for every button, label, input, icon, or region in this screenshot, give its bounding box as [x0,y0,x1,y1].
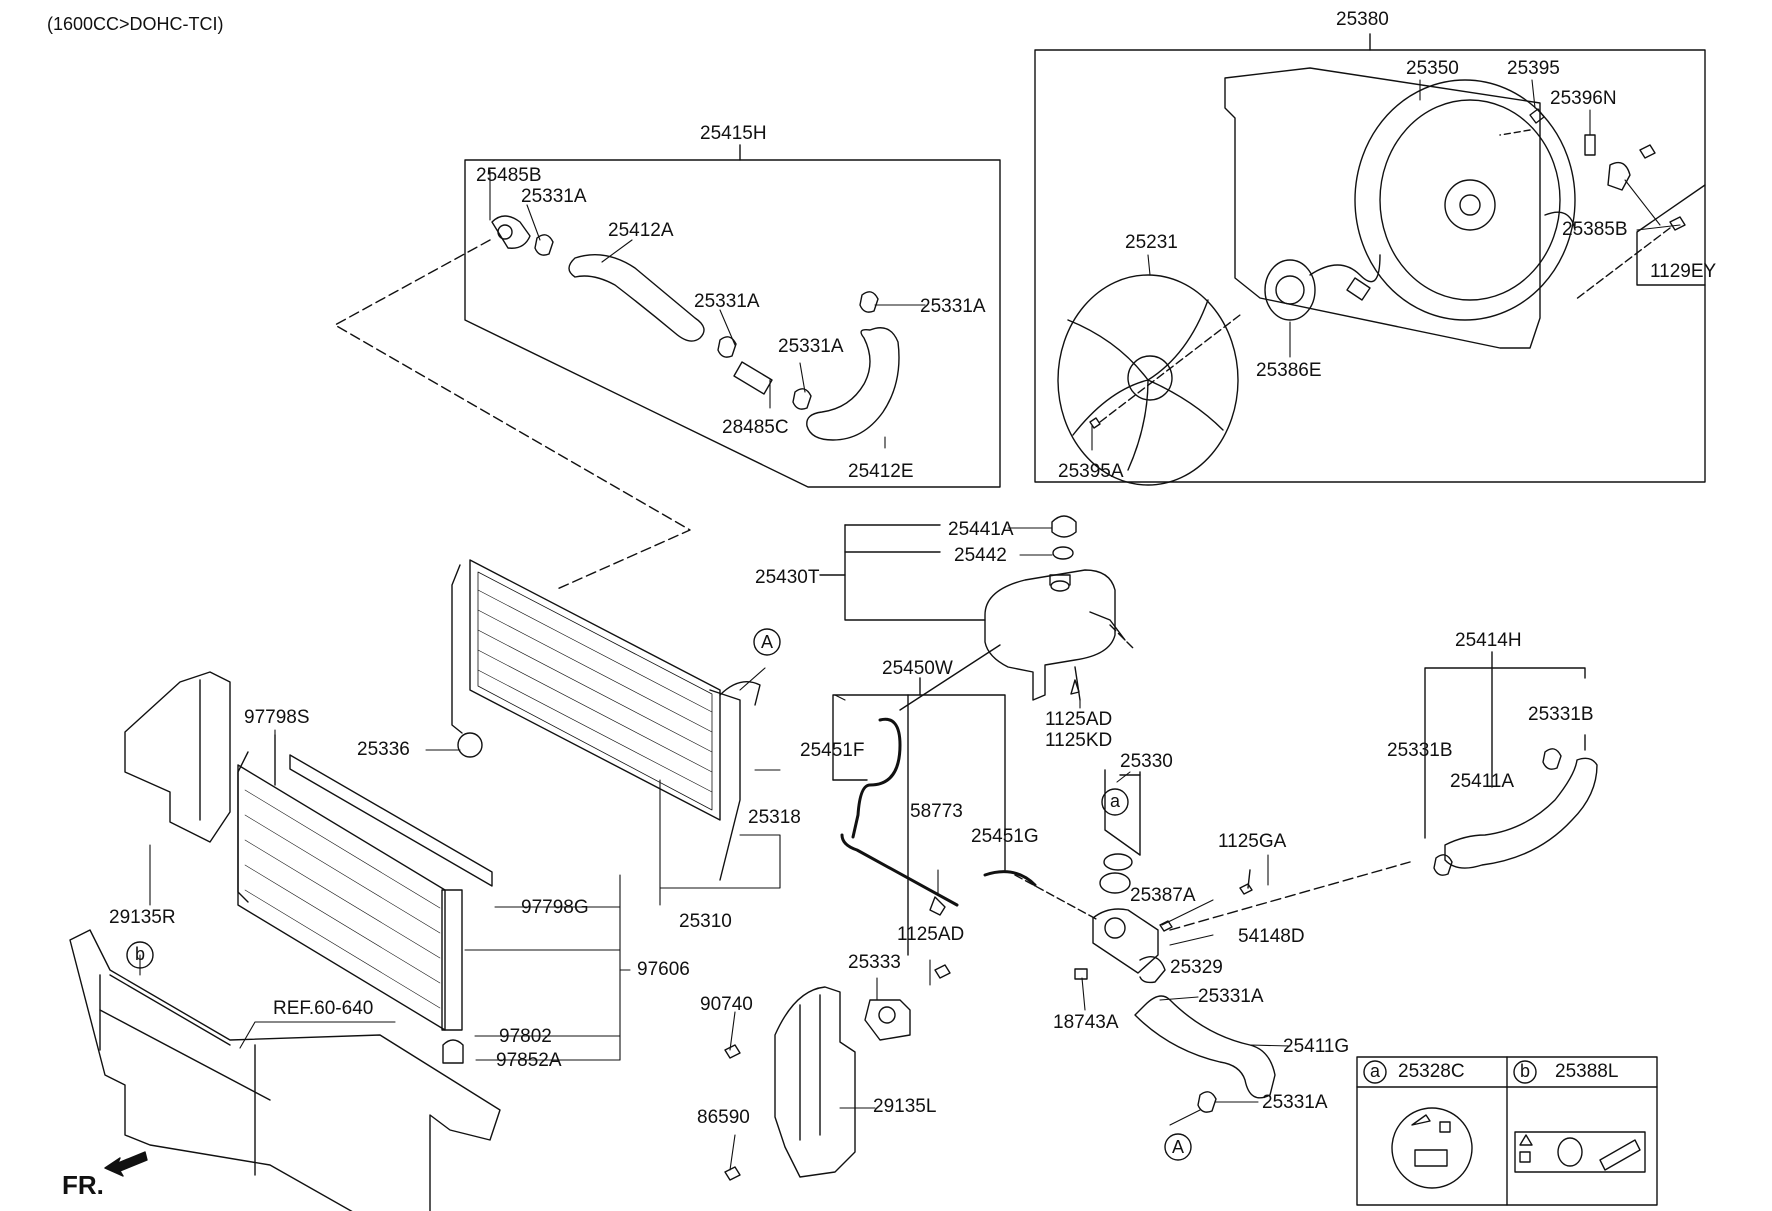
part-label: 25442 [954,545,1007,566]
part-label: 18743A [1053,1012,1119,1033]
part-label: 1129EY [1650,261,1717,282]
bypass-thermo-leader [1014,874,1099,921]
part-label: 25331A [1198,986,1264,1007]
fan-shroud-parts [1057,67,1686,486]
reservoir-bracket [819,524,986,621]
part-label: 97798S [244,707,310,728]
part-label: 25411G [1283,1036,1350,1057]
air-guard-right [124,671,231,843]
legend-part-b: 25388L [1555,1061,1619,1082]
lower-hose-leader [1169,861,1411,931]
part-label: 25451G [971,826,1039,847]
part-label: 58773 [910,801,963,822]
lower-hose-box [1424,651,1598,876]
part-label: 28485C [722,417,789,438]
legend-part-a: 25328C [1398,1061,1465,1082]
part-label: 29135L [873,1096,937,1117]
callout-b: b [135,944,146,964]
part-label: 25414H [1455,630,1522,651]
legend-box [1356,1056,1658,1206]
part-label: 1125GA [1218,831,1287,852]
part-label: 25331A [694,291,760,312]
part-label: 25318 [748,807,801,828]
part-label: 25330 [1120,751,1173,772]
part-label: 25331A [920,296,986,317]
radiator [451,559,761,881]
air-guard-left [724,964,951,1181]
hose-kit-box [464,144,1001,488]
part-label: 29135R [109,907,176,928]
front-direction-label: FR. [62,1170,104,1200]
hose-kit-leader [334,239,691,591]
reservoir [984,515,1126,701]
part-label: 25310 [679,911,732,932]
part-label: 97852A [496,1050,562,1071]
part-label: 25450W [882,658,953,679]
part-label: 25415H [700,123,767,144]
callout-A-top: A [761,632,774,652]
thermostat-housing [1074,769,1253,984]
leader-lines [139,79,1681,1171]
part-label: 25385B [1562,219,1628,240]
fan-shroud-box [1034,33,1706,483]
part-label: 25331A [778,336,844,357]
callout-circles [126,628,1192,1161]
part-label: 25350 [1406,58,1459,79]
front-end-module [69,929,501,1211]
part-label: 25396N [1550,88,1617,109]
part-label: 1125KD [1045,730,1113,751]
reference-label: REF.60-640 [273,998,374,1019]
legend-key-a: a [1370,1061,1381,1081]
part-label: 25329 [1170,957,1223,978]
part-label: 25411A [1450,771,1515,792]
part-label: 90740 [700,994,753,1015]
condenser [237,734,493,1064]
hose-kit-parts [491,215,900,441]
part-label: 25331B [1387,740,1453,761]
outlet-hose [1134,995,1276,1113]
part-label: 54148D [1238,926,1305,947]
part-label: 25412E [848,461,914,482]
engine-spec-label: (1600CC>DOHC-TCI) [47,14,224,34]
bypass-hose-box [832,644,1037,956]
callout-a: a [1110,791,1121,811]
part-label: 25395A [1058,461,1124,482]
part-label: 1125AD [897,924,965,945]
part-label: 97606 [637,959,690,980]
part-label: 25231 [1125,232,1178,253]
legend-key-b: b [1520,1061,1531,1081]
part-label: 1125AD [1045,709,1113,730]
part-label: 25331A [1262,1092,1328,1113]
part-label: 25387A [1130,885,1196,906]
part-label: 25395 [1507,58,1560,79]
part-label: 97798G [521,897,589,918]
part-label: 25430T [755,567,820,588]
part-label: 25412A [608,220,674,241]
part-label: 25336 [357,739,410,760]
callout-A-bottom: A [1172,1137,1185,1157]
part-label: 25441A [948,519,1014,540]
reservoir-leader [1109,624,1136,651]
front-arrow [104,1151,148,1177]
part-label: 25331A [521,186,587,207]
part-label: 25485B [476,165,542,186]
part-label: 25380 [1336,9,1389,30]
part-label: 97802 [499,1026,552,1047]
part-label: 25333 [848,952,901,973]
part-label: 25451F [800,740,865,761]
part-label: 86590 [697,1107,750,1128]
part-label: 25331B [1528,704,1594,725]
part-label: 25386E [1256,360,1322,381]
